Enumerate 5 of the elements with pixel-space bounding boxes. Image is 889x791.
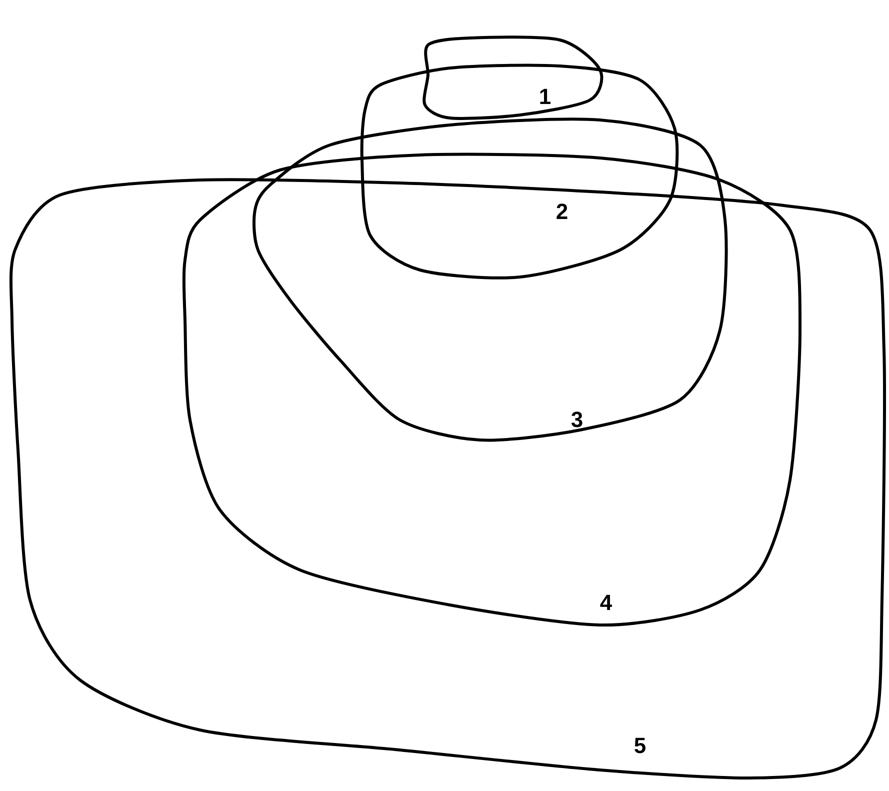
region-number: 4 xyxy=(600,592,612,614)
region-number: 1 xyxy=(538,86,552,108)
region-number: 3 xyxy=(570,409,584,431)
region-number: 5 xyxy=(634,735,646,757)
region-number: 2 xyxy=(556,201,568,223)
